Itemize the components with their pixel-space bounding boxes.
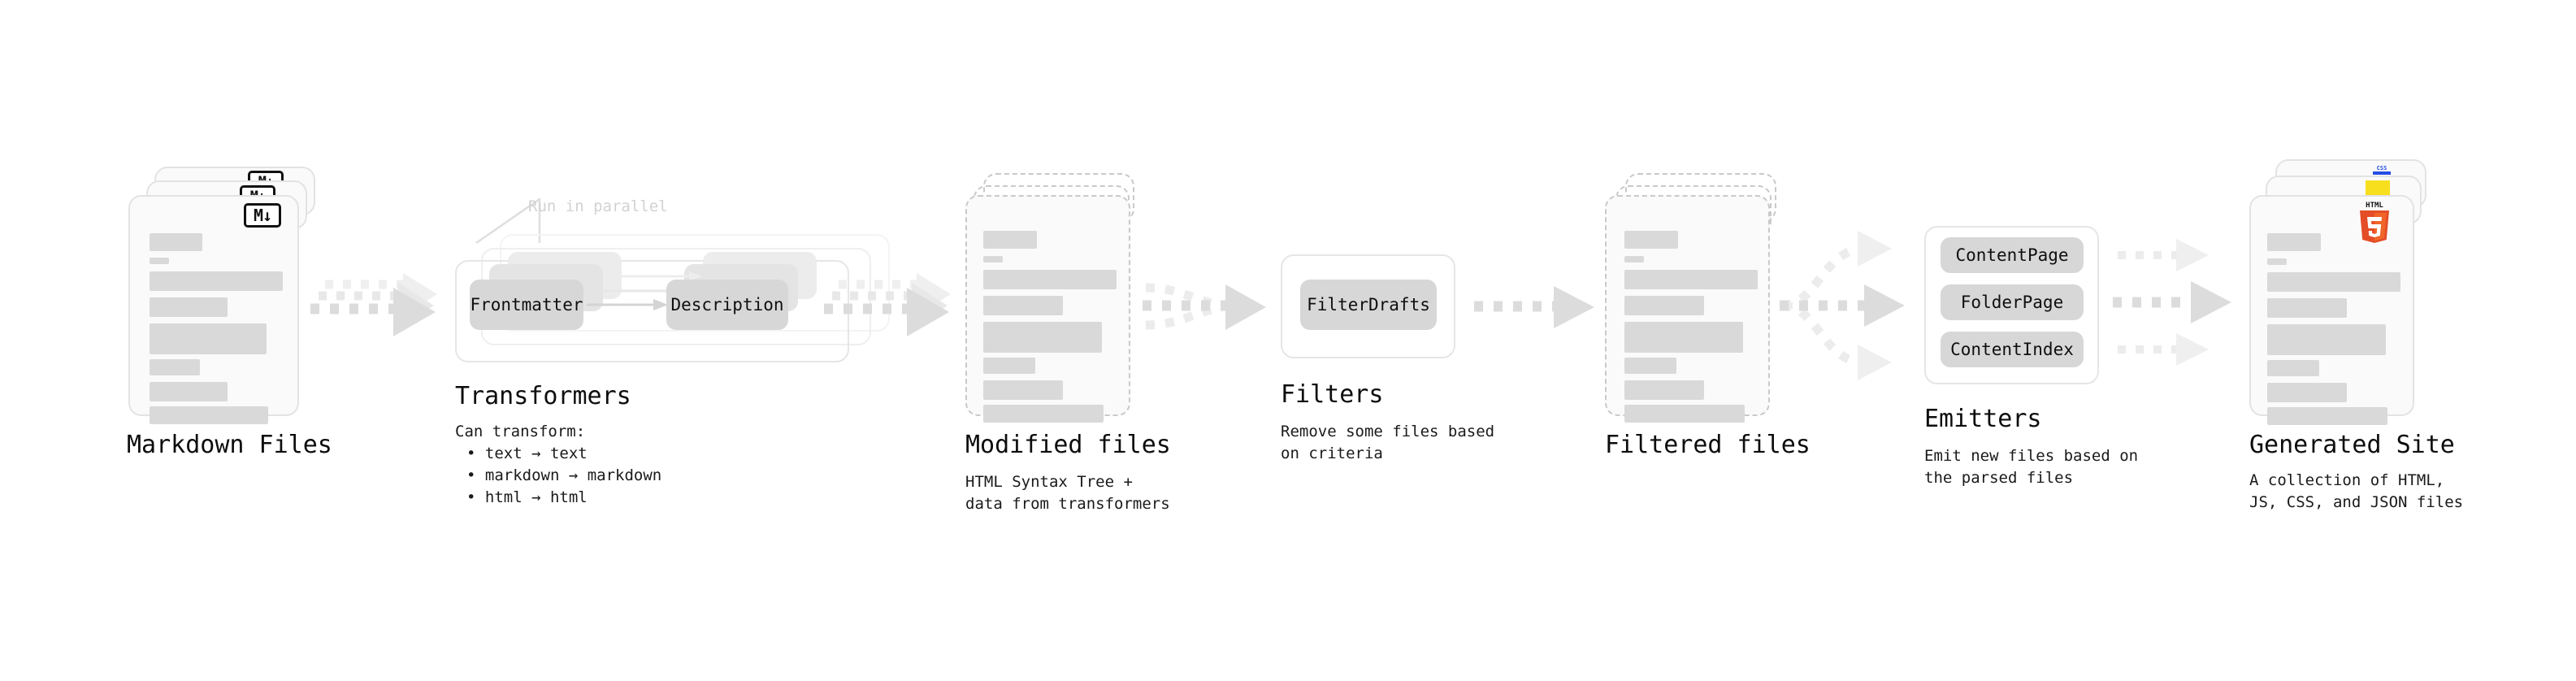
arrow-markdown-to-transformers bbox=[310, 273, 437, 336]
skeleton-line bbox=[983, 231, 1037, 249]
transformers-desc-item-1: • markdown → markdown bbox=[466, 466, 662, 484]
skeleton-line bbox=[2267, 324, 2386, 355]
skeleton-line bbox=[1624, 358, 1676, 374]
svg-text:HTML: HTML bbox=[2366, 202, 2383, 210]
modified-files-desc-1: data from transformers bbox=[965, 495, 1170, 513]
html5-icon: HTML bbox=[2360, 202, 2389, 243]
arrow-filters-to-filtered bbox=[1474, 286, 1594, 328]
skeleton-line bbox=[983, 270, 1117, 289]
skeleton-line bbox=[1624, 231, 1678, 249]
transformer-pill-description[interactable]: Description bbox=[666, 280, 788, 330]
skeleton-line bbox=[2267, 407, 2387, 425]
skeleton-line bbox=[150, 258, 169, 264]
generated-site-title: Generated Site bbox=[2249, 431, 2455, 459]
skeleton-line bbox=[983, 296, 1063, 315]
emitter-pill-contentpage[interactable]: ContentPage bbox=[1941, 237, 2084, 273]
arrow-transformers-to-modified bbox=[824, 273, 951, 336]
skeleton-line bbox=[2267, 272, 2400, 292]
skeleton-line bbox=[1624, 322, 1743, 353]
skeleton-line bbox=[2267, 233, 2321, 251]
arrow-emitters-to-site bbox=[2113, 239, 2231, 366]
skeleton-line bbox=[983, 358, 1035, 374]
emitters-desc-0: Emit new files based on bbox=[1924, 447, 2139, 465]
skeleton-line bbox=[150, 406, 268, 424]
svg-text:CSS: CSS bbox=[2377, 165, 2387, 171]
skeleton-line bbox=[150, 271, 283, 291]
transformer-connector-ghost-2 bbox=[618, 271, 702, 281]
skeleton-line bbox=[1624, 380, 1704, 400]
skeleton-line bbox=[150, 382, 228, 401]
filter-pill-filterdrafts[interactable]: FilterDrafts bbox=[1300, 280, 1437, 330]
skeleton-line bbox=[1624, 256, 1644, 262]
skeleton-line bbox=[150, 297, 228, 317]
transformer-connector bbox=[587, 299, 668, 310]
parallel-callout-line bbox=[475, 197, 541, 245]
modified-card-front bbox=[965, 195, 1130, 423]
generated-site-desc-1: JS, CSS, and JSON files bbox=[2249, 493, 2464, 511]
skeleton-line bbox=[1624, 270, 1758, 289]
emitter-pill-contentindex[interactable]: ContentIndex bbox=[1941, 332, 2084, 367]
arrow-filtered-to-emitters bbox=[1780, 231, 1905, 380]
skeleton-line bbox=[2267, 383, 2347, 402]
markdown-files-title: Markdown Files bbox=[127, 431, 332, 459]
filtered-card-front bbox=[1605, 195, 1770, 423]
emitter-pill-folderpage[interactable]: FolderPage bbox=[1941, 284, 2084, 320]
skeleton-line bbox=[2267, 360, 2319, 376]
filters-desc-0: Remove some files based bbox=[1281, 423, 1495, 440]
modified-files-desc-0: HTML Syntax Tree + bbox=[965, 473, 1133, 491]
skeleton-line bbox=[983, 256, 1003, 262]
markdown-icon: M↓ bbox=[244, 203, 281, 228]
transformers-desc-item-2: • html → html bbox=[466, 488, 588, 506]
skeleton-line bbox=[1624, 405, 1745, 423]
skeleton-line bbox=[150, 359, 200, 375]
css3-icon: CSS bbox=[2373, 165, 2391, 175]
transformers-desc-heading: Can transform: bbox=[455, 423, 586, 440]
skeleton-line bbox=[983, 322, 1102, 353]
transformer-pill-frontmatter[interactable]: Frontmatter bbox=[470, 280, 583, 330]
modified-files-title: Modified files bbox=[965, 431, 1171, 459]
markdown-card-front bbox=[128, 195, 299, 424]
filtered-files-title: Filtered files bbox=[1605, 431, 1811, 459]
emitters-desc-1: the parsed files bbox=[1924, 469, 2074, 487]
skeleton-line bbox=[983, 405, 1104, 423]
filters-desc-1: on criteria bbox=[1281, 445, 1383, 462]
skeleton-line bbox=[2267, 298, 2347, 318]
skeleton-line bbox=[983, 380, 1063, 400]
skeleton-line bbox=[150, 323, 267, 354]
parallel-note: Run in parallel bbox=[528, 197, 668, 215]
emitters-title: Emitters bbox=[1924, 405, 2042, 433]
js-icon bbox=[2366, 180, 2390, 198]
transformers-desc-item-0: • text → text bbox=[466, 445, 588, 462]
skeleton-line bbox=[1624, 296, 1704, 315]
generated-site-desc-0: A collection of HTML, bbox=[2249, 471, 2445, 489]
skeleton-line bbox=[2267, 258, 2287, 265]
skeleton-line bbox=[150, 233, 202, 251]
arrow-modified-to-filters bbox=[1143, 283, 1266, 330]
filters-title: Filters bbox=[1281, 380, 1384, 409]
transformers-title: Transformers bbox=[455, 382, 631, 410]
